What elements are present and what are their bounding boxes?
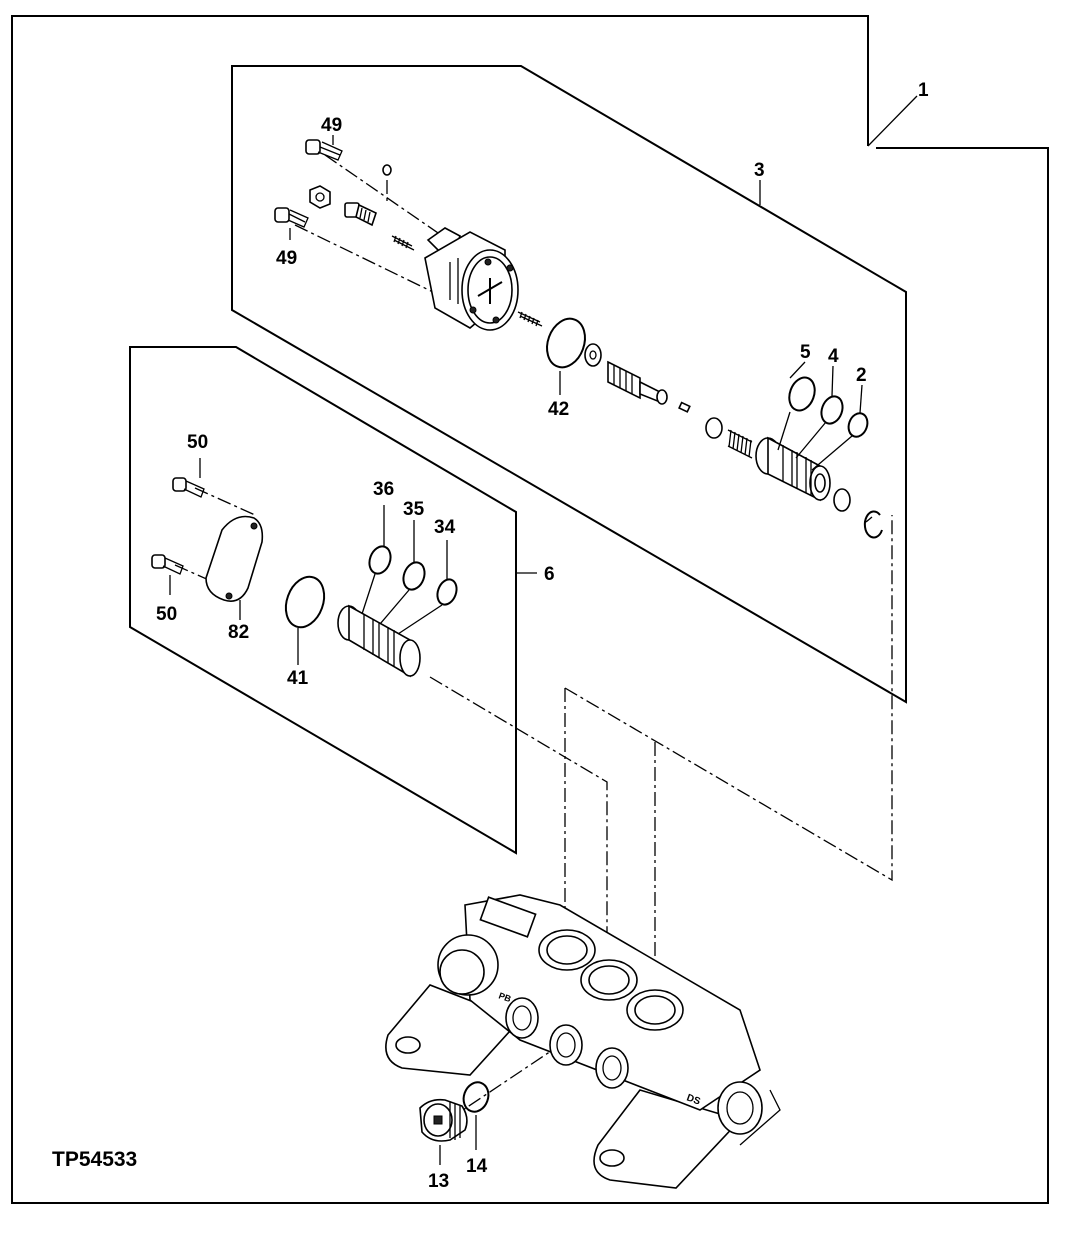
panel-3 [231, 65, 907, 704]
oring-41 [284, 575, 326, 629]
retainer [705, 417, 723, 439]
body-marking-pb: PB [497, 990, 513, 1004]
snap-ring-upper [863, 510, 883, 539]
assembly-line-c [429, 676, 608, 960]
oring-35 [402, 561, 426, 591]
cover-82 [205, 515, 264, 602]
assembly-line-j [447, 1044, 561, 1121]
valve-sleeve-lower [337, 604, 421, 678]
spool-upper [607, 360, 668, 405]
valve-body [385, 894, 781, 1189]
nut [309, 185, 331, 209]
callout-2: 2 [856, 365, 867, 386]
callout-41: 41 [287, 668, 309, 689]
callout-4: 4 [828, 346, 839, 367]
oring-42 [546, 317, 586, 369]
callout-49-lower: 49 [276, 248, 297, 269]
callout-1: 1 [918, 80, 929, 101]
panel-6 [129, 346, 517, 855]
assembly-line-h [194, 487, 256, 516]
plug-13 [419, 1098, 468, 1142]
valve-sleeve-upper [755, 436, 831, 502]
plug-screw [344, 202, 377, 227]
callout-5: 5 [800, 342, 811, 363]
callout-50-upper: 50 [187, 432, 208, 453]
small-pin [678, 401, 691, 413]
bolt-49-lower [274, 207, 309, 228]
callout-36: 36 [373, 479, 394, 500]
bolt-50-upper [172, 477, 205, 498]
small-oring-top [382, 164, 392, 176]
solenoid-cap [424, 227, 519, 331]
callout-3: 3 [754, 160, 765, 181]
assembly-line-b [564, 515, 893, 882]
small-spring-mid [517, 311, 543, 327]
figure-id: TP54533 [52, 1148, 137, 1171]
oring-34 [436, 578, 458, 606]
oring-36 [368, 545, 392, 575]
oring-5 [788, 376, 816, 412]
callout-49-upper: 49 [321, 115, 342, 136]
leader-1 [867, 95, 918, 147]
callout-82: 82 [228, 622, 249, 643]
oring-2 [847, 412, 869, 438]
seal-ring-small [833, 488, 851, 512]
callout-42: 42 [548, 399, 569, 420]
callout-50-lower: 50 [156, 604, 177, 625]
oring-14 [462, 1081, 490, 1113]
callout-14: 14 [466, 1156, 488, 1177]
bolt-50-lower [151, 554, 184, 575]
bolt-49-upper [305, 139, 343, 161]
oring-4 [820, 395, 844, 425]
callout-13: 13 [428, 1171, 449, 1192]
spring-upper [727, 429, 753, 459]
body-marking-ds: DS [685, 1092, 702, 1107]
small-spring-top [391, 235, 415, 251]
assembly-line-e [324, 154, 471, 256]
outer-frame [11, 15, 1049, 1204]
callout-34: 34 [434, 517, 456, 538]
callout-6: 6 [544, 564, 555, 585]
callout-35: 35 [403, 499, 425, 520]
washer-upper [584, 343, 602, 367]
